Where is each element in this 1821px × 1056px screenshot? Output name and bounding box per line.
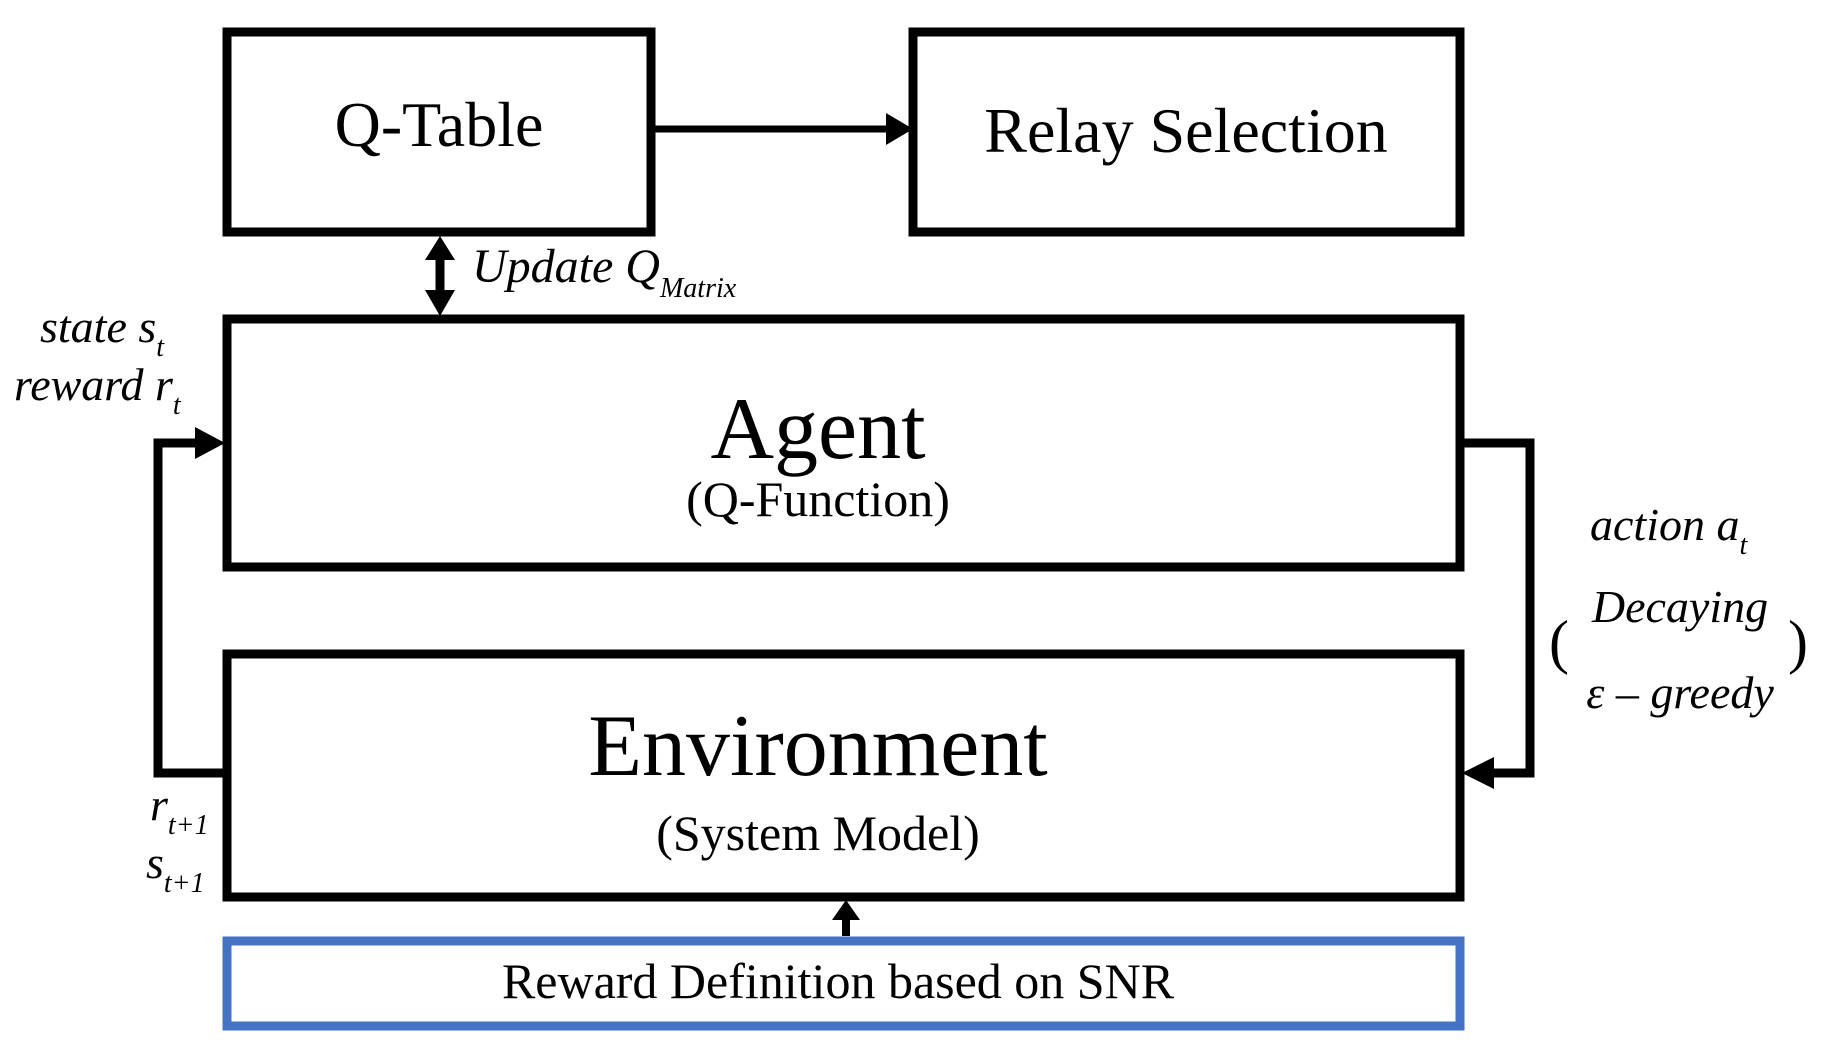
update-q-subscript: Matrix [659,273,737,304]
relay-selection-box: Relay Selection [908,27,1465,237]
environment-box: Environment (System Model) [222,649,1465,902]
next-state-text: s [146,837,164,888]
qtable-to-relay-arrow [651,113,913,145]
epsilon-greedy-text: ε – greedy [1586,667,1774,718]
next-state-label: st+1 [146,837,205,899]
action-label: action at [1590,499,1748,561]
action-text: action a [1590,499,1739,550]
reward-label: reward rt [14,359,182,421]
reward-subscript: t [173,390,182,421]
next-reward-text: r [150,779,169,830]
state-label: state st [40,301,165,363]
update-q-matrix-label: Update QMatrix [472,240,737,304]
agent-label: Agent [710,381,925,478]
environment-sublabel: (System Model) [656,805,980,861]
reward-to-environment-arrow [832,900,860,936]
reward-definition-box: Reward Definition based on SNR [222,936,1465,1031]
open-paren: ( [1549,609,1569,675]
next-reward-subscript: t+1 [168,810,209,841]
agent-sublabel: (Q-Function) [686,471,950,527]
close-paren: ) [1788,609,1808,675]
decaying-text: Decaying [1591,581,1768,632]
q-table-box: Q-Table [222,27,656,237]
environment-label: Environment [588,698,1047,795]
reward-text: reward r [14,359,174,410]
agent-to-environment-action-arrow [1460,438,1535,789]
state-subscript: t [156,332,165,363]
decaying-epsilon-greedy-label: ( Decaying ε – greedy ) [1549,581,1808,718]
next-state-subscript: t+1 [164,868,205,899]
update-double-arrow [425,236,455,316]
reward-definition-label: Reward Definition based on SNR [502,953,1175,1009]
relay-selection-label: Relay Selection [984,95,1387,166]
update-q-text: Update Q [472,240,660,293]
state-text: state s [40,301,156,352]
q-table-label: Q-Table [335,89,544,160]
agent-box: Agent (Q-Function) [222,314,1465,572]
environment-to-agent-feedback-arrow [153,427,227,778]
next-reward-label: rt+1 [150,779,209,841]
action-subscript: t [1739,530,1748,561]
